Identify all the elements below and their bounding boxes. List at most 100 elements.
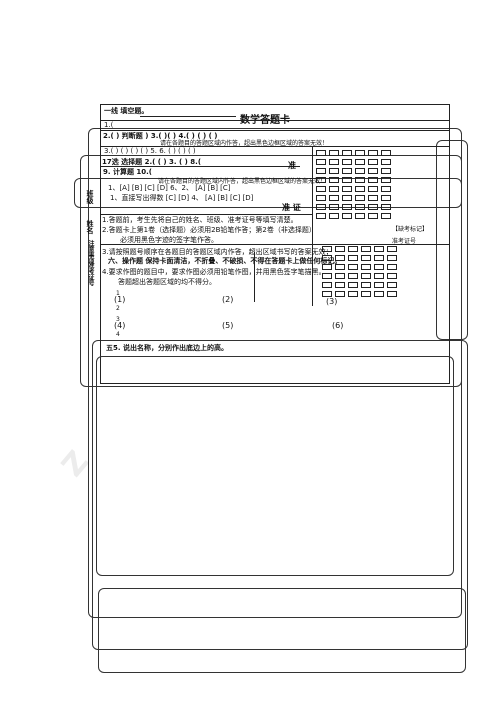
bubble[interactable] bbox=[316, 150, 326, 156]
bubble[interactable] bbox=[335, 255, 345, 261]
bubble[interactable] bbox=[322, 264, 332, 270]
bubble[interactable] bbox=[329, 186, 339, 192]
bubble[interactable] bbox=[374, 282, 384, 288]
bubble[interactable] bbox=[381, 177, 391, 183]
note-4b: 答题超出答题区域的均不得分。 bbox=[118, 278, 216, 286]
bubble[interactable] bbox=[381, 150, 391, 156]
bubble[interactable] bbox=[374, 273, 384, 279]
bubble[interactable] bbox=[335, 291, 345, 297]
bubble[interactable] bbox=[381, 213, 391, 219]
bubble[interactable] bbox=[335, 264, 345, 270]
bubble[interactable] bbox=[387, 291, 397, 297]
bubble[interactable] bbox=[374, 291, 384, 297]
judge-instruction: 请在各题目的答题区域内作答，超出黑色边框区域的答案无效！ bbox=[160, 140, 329, 147]
bubble[interactable] bbox=[316, 204, 326, 210]
note-3b: 六、操作题 保持卡面清洁，不折叠、不破损、不得在答题卡上做任何标记。 bbox=[108, 257, 342, 265]
exam-number-label: 准考证号 bbox=[392, 238, 417, 245]
bubble[interactable] bbox=[335, 282, 345, 288]
title-underline bbox=[140, 116, 236, 117]
bubble[interactable] bbox=[335, 273, 345, 279]
bubble[interactable] bbox=[355, 186, 365, 192]
bubble[interactable] bbox=[381, 195, 391, 201]
bubble[interactable] bbox=[374, 246, 384, 252]
bubble[interactable] bbox=[355, 150, 365, 156]
bubble[interactable] bbox=[355, 213, 365, 219]
bubble[interactable] bbox=[329, 195, 339, 201]
bubble[interactable] bbox=[348, 282, 358, 288]
bubble[interactable] bbox=[368, 186, 378, 192]
bubble[interactable] bbox=[374, 264, 384, 270]
side-notes: 注意事项 bbox=[87, 240, 94, 264]
bubble[interactable] bbox=[342, 204, 352, 210]
judge-rule-3 bbox=[100, 166, 300, 167]
title-field: 一线 填空题。 bbox=[104, 107, 149, 115]
bubble[interactable] bbox=[368, 195, 378, 201]
bubble[interactable] bbox=[348, 291, 358, 297]
bubble[interactable] bbox=[355, 159, 365, 165]
bubble[interactable] bbox=[387, 255, 397, 261]
bubble[interactable] bbox=[342, 168, 352, 174]
bubble[interactable] bbox=[348, 264, 358, 270]
side-dept: 班级 bbox=[86, 190, 94, 204]
bubble[interactable] bbox=[335, 246, 345, 252]
bubble[interactable] bbox=[342, 150, 352, 156]
page-outline-3 bbox=[92, 340, 468, 650]
bubble[interactable] bbox=[387, 246, 397, 252]
bubble[interactable] bbox=[329, 204, 339, 210]
bubble[interactable] bbox=[348, 255, 358, 261]
bubble[interactable] bbox=[368, 168, 378, 174]
bubble[interactable] bbox=[322, 255, 332, 261]
bubble[interactable] bbox=[361, 291, 371, 297]
bubble[interactable] bbox=[368, 213, 378, 219]
bubble[interactable] bbox=[387, 264, 397, 270]
bubble[interactable] bbox=[355, 195, 365, 201]
bubble[interactable] bbox=[368, 159, 378, 165]
bubble[interactable] bbox=[355, 177, 365, 183]
bubble[interactable] bbox=[374, 255, 384, 261]
exam-number-grid-bottom bbox=[322, 246, 399, 298]
bubble[interactable] bbox=[322, 282, 332, 288]
bubble[interactable] bbox=[387, 273, 397, 279]
bubble[interactable] bbox=[316, 159, 326, 165]
bubble[interactable] bbox=[361, 264, 371, 270]
bubble[interactable] bbox=[316, 195, 326, 201]
bubble[interactable] bbox=[316, 213, 326, 219]
bubble[interactable] bbox=[368, 177, 378, 183]
bubble[interactable] bbox=[329, 177, 339, 183]
bubble[interactable] bbox=[322, 246, 332, 252]
bubble[interactable] bbox=[348, 246, 358, 252]
calc-item-4: (4) bbox=[114, 321, 126, 330]
bubble[interactable] bbox=[322, 273, 332, 279]
bubble[interactable] bbox=[355, 204, 365, 210]
bubble[interactable] bbox=[342, 195, 352, 201]
bubble[interactable] bbox=[361, 273, 371, 279]
bubble[interactable] bbox=[368, 150, 378, 156]
bubble[interactable] bbox=[381, 168, 391, 174]
choice-rule bbox=[100, 214, 312, 215]
bubble[interactable] bbox=[342, 213, 352, 219]
bubble[interactable] bbox=[381, 159, 391, 165]
bubble[interactable] bbox=[316, 177, 326, 183]
bubble[interactable] bbox=[322, 291, 332, 297]
q5-answer-area bbox=[96, 356, 454, 576]
bubble[interactable] bbox=[316, 186, 326, 192]
bubble[interactable] bbox=[329, 168, 339, 174]
bubble[interactable] bbox=[316, 168, 326, 174]
header-rule bbox=[100, 120, 450, 121]
bubble[interactable] bbox=[361, 282, 371, 288]
bubble[interactable] bbox=[329, 213, 339, 219]
calc-frac-4: 4 bbox=[116, 331, 120, 338]
bubble[interactable] bbox=[355, 168, 365, 174]
bubble[interactable] bbox=[361, 255, 371, 261]
bubble[interactable] bbox=[342, 186, 352, 192]
bubble[interactable] bbox=[348, 273, 358, 279]
bubble[interactable] bbox=[342, 159, 352, 165]
bubble[interactable] bbox=[361, 246, 371, 252]
bubble[interactable] bbox=[381, 204, 391, 210]
bubble[interactable] bbox=[368, 204, 378, 210]
bubble[interactable] bbox=[342, 177, 352, 183]
bubble[interactable] bbox=[329, 159, 339, 165]
bubble[interactable] bbox=[387, 282, 397, 288]
bubble[interactable] bbox=[329, 150, 339, 156]
bubble[interactable] bbox=[381, 186, 391, 192]
